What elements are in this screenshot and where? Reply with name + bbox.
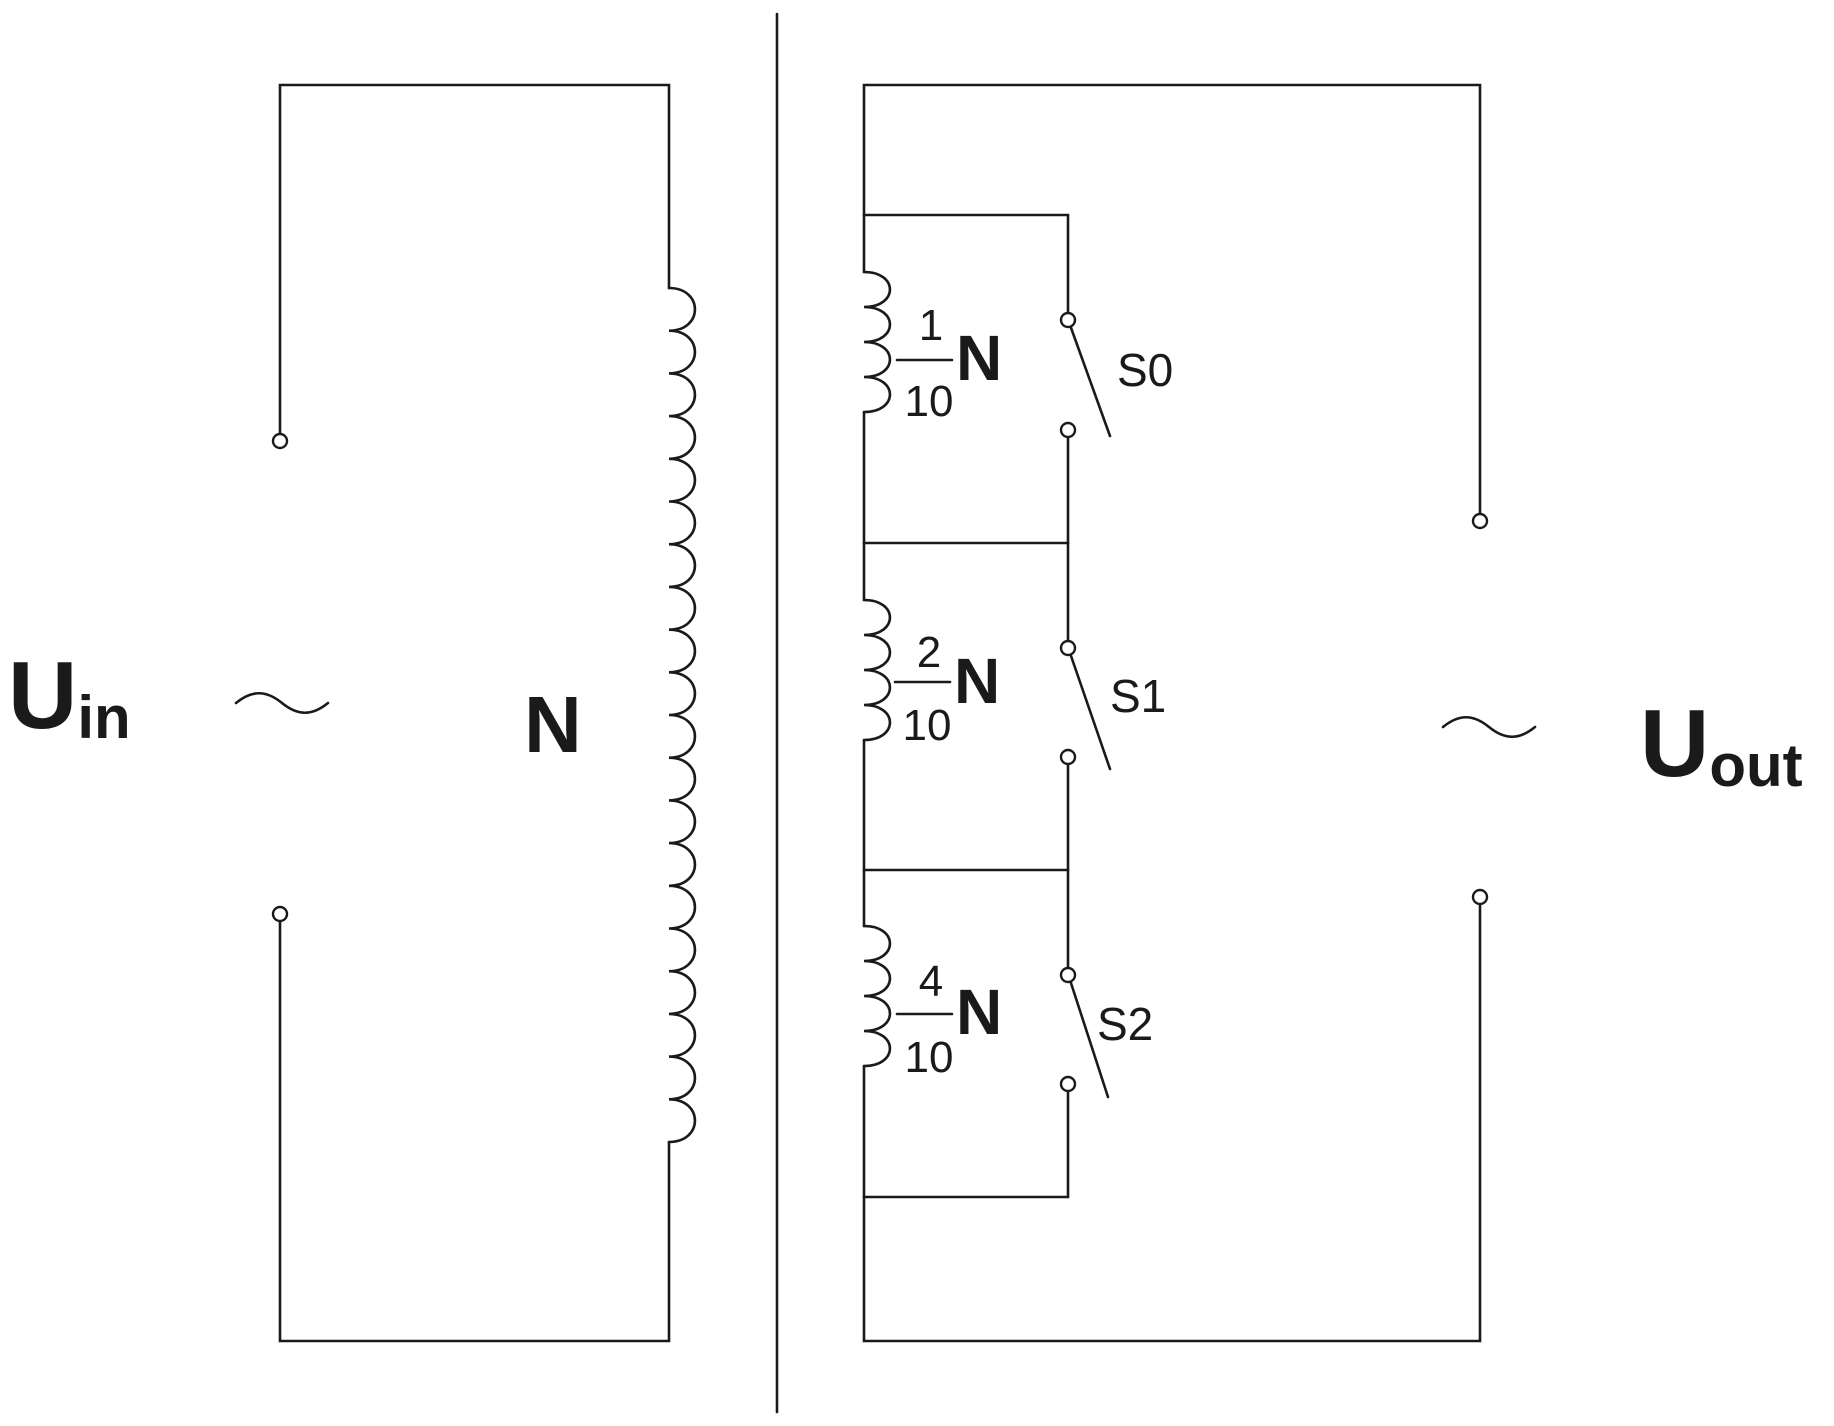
tap-1-coil (862, 598, 892, 742)
tap-label-2: 4 10 N S2 (895, 957, 1153, 1082)
secondary-top-wire (862, 83, 1482, 516)
primary-bottom-wire (278, 912, 671, 1343)
switch-s1-blade (1068, 651, 1112, 771)
tap-label-1: 2 10 N S1 (893, 628, 1166, 750)
output-voltage-label: Uout (1640, 690, 1803, 799)
switch-s0-blade (1068, 323, 1112, 438)
output-ac-symbol (1441, 715, 1537, 739)
switch-label-s1: S1 (1110, 670, 1166, 722)
input-terminal-top (271, 432, 289, 450)
tap-1-numerator: 2 (917, 628, 941, 677)
output-voltage-subscript: out (1709, 732, 1802, 799)
tap-0-numerator: 1 (919, 301, 943, 350)
switch-s1-contact-top (1059, 639, 1077, 657)
input-voltage-subscript: in (77, 684, 130, 751)
output-terminal-top (1471, 512, 1489, 530)
tap-2-numerator: 4 (919, 957, 943, 1006)
switch-s2-contact-top (1059, 966, 1077, 984)
switch-label-s2: S2 (1097, 998, 1153, 1050)
primary-coil (667, 286, 697, 1144)
switch-s0-contact-top (1059, 311, 1077, 329)
tap-2-coil (862, 924, 892, 1068)
tap-0-suffix: N (956, 322, 1002, 394)
switch-s2-blade (1068, 978, 1110, 1099)
primary-winding-label: N (524, 680, 582, 769)
switch-s0-contact-bottom (1059, 421, 1077, 439)
input-voltage-main: U (8, 642, 77, 749)
tap-2-suffix: N (956, 976, 1002, 1048)
switch-label-s0: S0 (1117, 344, 1173, 396)
tap-label-0: 1 10 N S0 (895, 301, 1173, 426)
input-voltage-label: Uin (8, 642, 131, 751)
tap-1-denominator: 10 (903, 701, 952, 750)
tap-0-coil (862, 270, 892, 414)
input-ac-symbol (234, 691, 330, 715)
tap-1-suffix: N (954, 645, 1000, 717)
tap-2-denominator: 10 (905, 1033, 954, 1082)
input-terminal-bottom (271, 905, 289, 923)
tap-sections (862, 213, 1112, 1199)
output-voltage-main: U (1640, 690, 1709, 797)
secondary-circuit (862, 83, 1537, 1343)
primary-circuit (234, 83, 697, 1343)
switch-s1-contact-bottom (1059, 748, 1077, 766)
output-terminal-bottom (1471, 888, 1489, 906)
primary-top-wire (278, 83, 671, 442)
tap-0-denominator: 10 (905, 377, 954, 426)
secondary-bottom-wire (862, 896, 1482, 1343)
switch-s2-contact-bottom (1059, 1075, 1077, 1093)
